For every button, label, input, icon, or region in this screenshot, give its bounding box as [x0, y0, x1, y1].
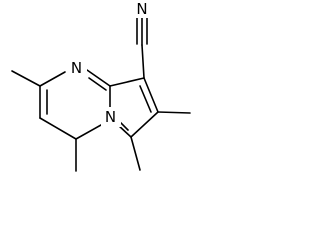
bond-n1-c8a-double	[88, 77, 107, 91]
chemical-structure-diagram: N N N	[11, 0, 191, 172]
bond-methyl-c6	[130, 136, 141, 171]
atom-labels: N N N	[67, 0, 152, 127]
pyrimidine-ring	[39, 69, 111, 140]
bond-methyl-c2	[11, 70, 41, 87]
substituents	[11, 17, 191, 172]
bond-c2-n1	[39, 71, 66, 87]
atom-cyano-n-label: N	[136, 0, 147, 18]
bond-c4-c3	[39, 117, 77, 140]
bond-methyl-c7	[157, 111, 191, 114]
atom-n4-label: N	[105, 108, 116, 126]
bond-c7-c6	[130, 111, 159, 138]
bond-c8-c7	[143, 77, 159, 113]
bond-c8-cyano-carbon	[141, 44, 145, 79]
bond-c8a-c8	[109, 77, 145, 87]
bond-c8-c7-double	[139, 85, 152, 113]
atom-n1-bg	[67, 58, 87, 78]
pyrrole-ring	[109, 77, 159, 138]
atom-cyano-n-bg	[132, 0, 152, 18]
atom-n1-label: N	[71, 59, 82, 77]
bond-n4-c4	[75, 124, 102, 140]
atom-n4-bg	[101, 107, 121, 127]
bond-n1-c8a	[86, 69, 111, 87]
